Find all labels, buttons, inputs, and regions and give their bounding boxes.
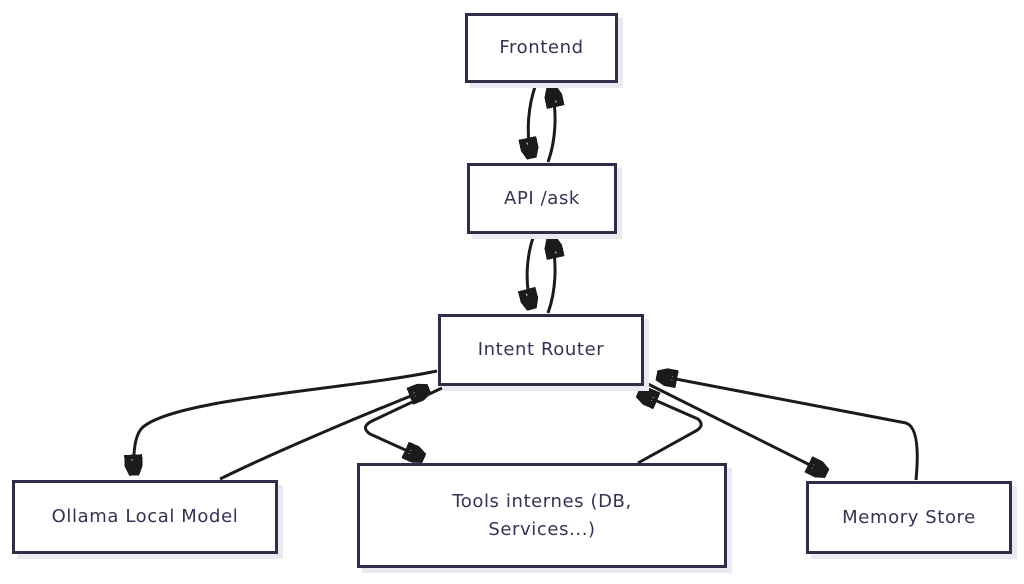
node-frontend-label: Frontend <box>499 37 584 59</box>
edge-router-to-tools <box>364 386 443 457</box>
node-intent-router: Intent Router <box>438 314 644 386</box>
node-frontend: Frontend <box>465 13 618 83</box>
edge-tools-to-router <box>638 394 703 465</box>
node-api-ask: API /ask <box>467 163 617 234</box>
edge-router-to-ollama <box>134 369 438 472</box>
node-tools-internes-label: Tools internes (DB, Services...) <box>452 490 632 540</box>
node-memory-store: Memory Store <box>806 481 1012 554</box>
node-tools-internes: Tools internes (DB, Services...) <box>357 463 727 568</box>
edge-api-to-router <box>527 234 534 306</box>
node-memory-store-label: Memory Store <box>842 506 976 528</box>
node-ollama-local-model: Ollama Local Model <box>12 480 278 554</box>
node-intent-router-label: Intent Router <box>477 339 605 361</box>
edge-memory-to-router <box>660 376 919 481</box>
edge-router-to-memory <box>645 381 824 472</box>
node-ollama-local-model-label: Ollama Local Model <box>51 506 239 528</box>
edge-router-to-api <box>548 241 555 314</box>
edge-frontend-to-api <box>528 83 536 155</box>
edge-api-to-frontend <box>548 90 555 163</box>
edge-ollama-to-router <box>219 390 426 481</box>
node-api-ask-label: API /ask <box>504 187 580 209</box>
